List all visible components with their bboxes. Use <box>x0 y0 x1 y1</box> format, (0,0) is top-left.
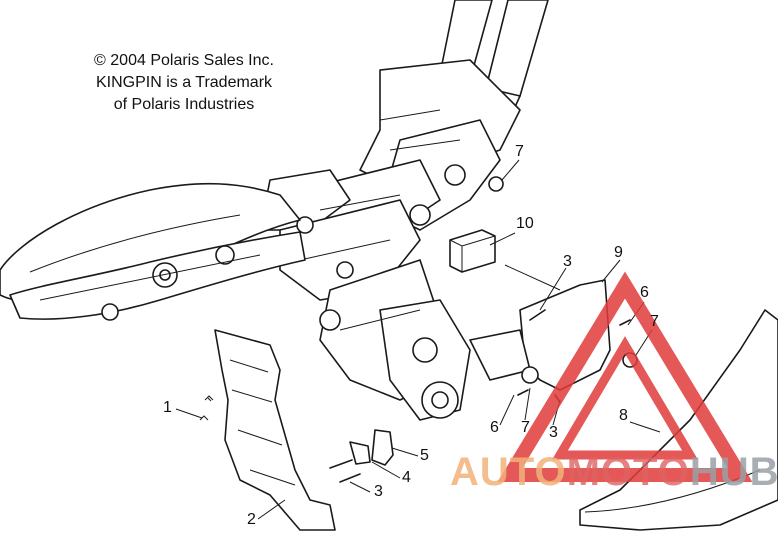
callout-7-top: 7 <box>515 143 524 160</box>
bracket-small <box>329 429 394 483</box>
callout-3-upper: 3 <box>563 253 572 270</box>
mount-plate <box>469 176 638 403</box>
main-frame <box>259 59 521 421</box>
watermark-triangle <box>497 271 753 482</box>
side-cover <box>199 329 336 531</box>
callout-4: 4 <box>402 469 411 486</box>
callout-1: 1 <box>163 399 172 416</box>
copyright-line-2: KINGPIN is a Trademark <box>95 74 273 91</box>
callout-2: 2 <box>247 511 256 528</box>
copyright-line-1: © 2004 Polaris Sales Inc. <box>94 52 274 69</box>
callout-8: 8 <box>619 407 628 424</box>
callout-5: 5 <box>420 447 429 464</box>
callout-7-bottom: 7 <box>521 419 530 436</box>
callout-3-right: 3 <box>549 424 558 441</box>
callout-6-left: 6 <box>490 419 499 436</box>
watermark-hub: HUB <box>689 450 778 494</box>
callout-7-right: 7 <box>650 313 659 330</box>
callout-3-lower: 3 <box>374 483 383 500</box>
copyright-notice: © 2004 Polaris Sales Inc. KINGPIN is a T… <box>64 50 304 116</box>
callout-6-right: 6 <box>640 284 649 301</box>
callout-9: 9 <box>614 244 623 261</box>
rear-frame-loop <box>0 182 306 321</box>
watermark-auto: AUTO <box>450 450 567 494</box>
copyright-line-3: of Polaris Industries <box>113 96 255 113</box>
automotohub-watermark: AUTOMOTOHUB <box>450 452 778 492</box>
callout-10: 10 <box>516 215 534 232</box>
relay-box <box>449 229 496 273</box>
watermark-moto: MOTO <box>566 450 690 494</box>
